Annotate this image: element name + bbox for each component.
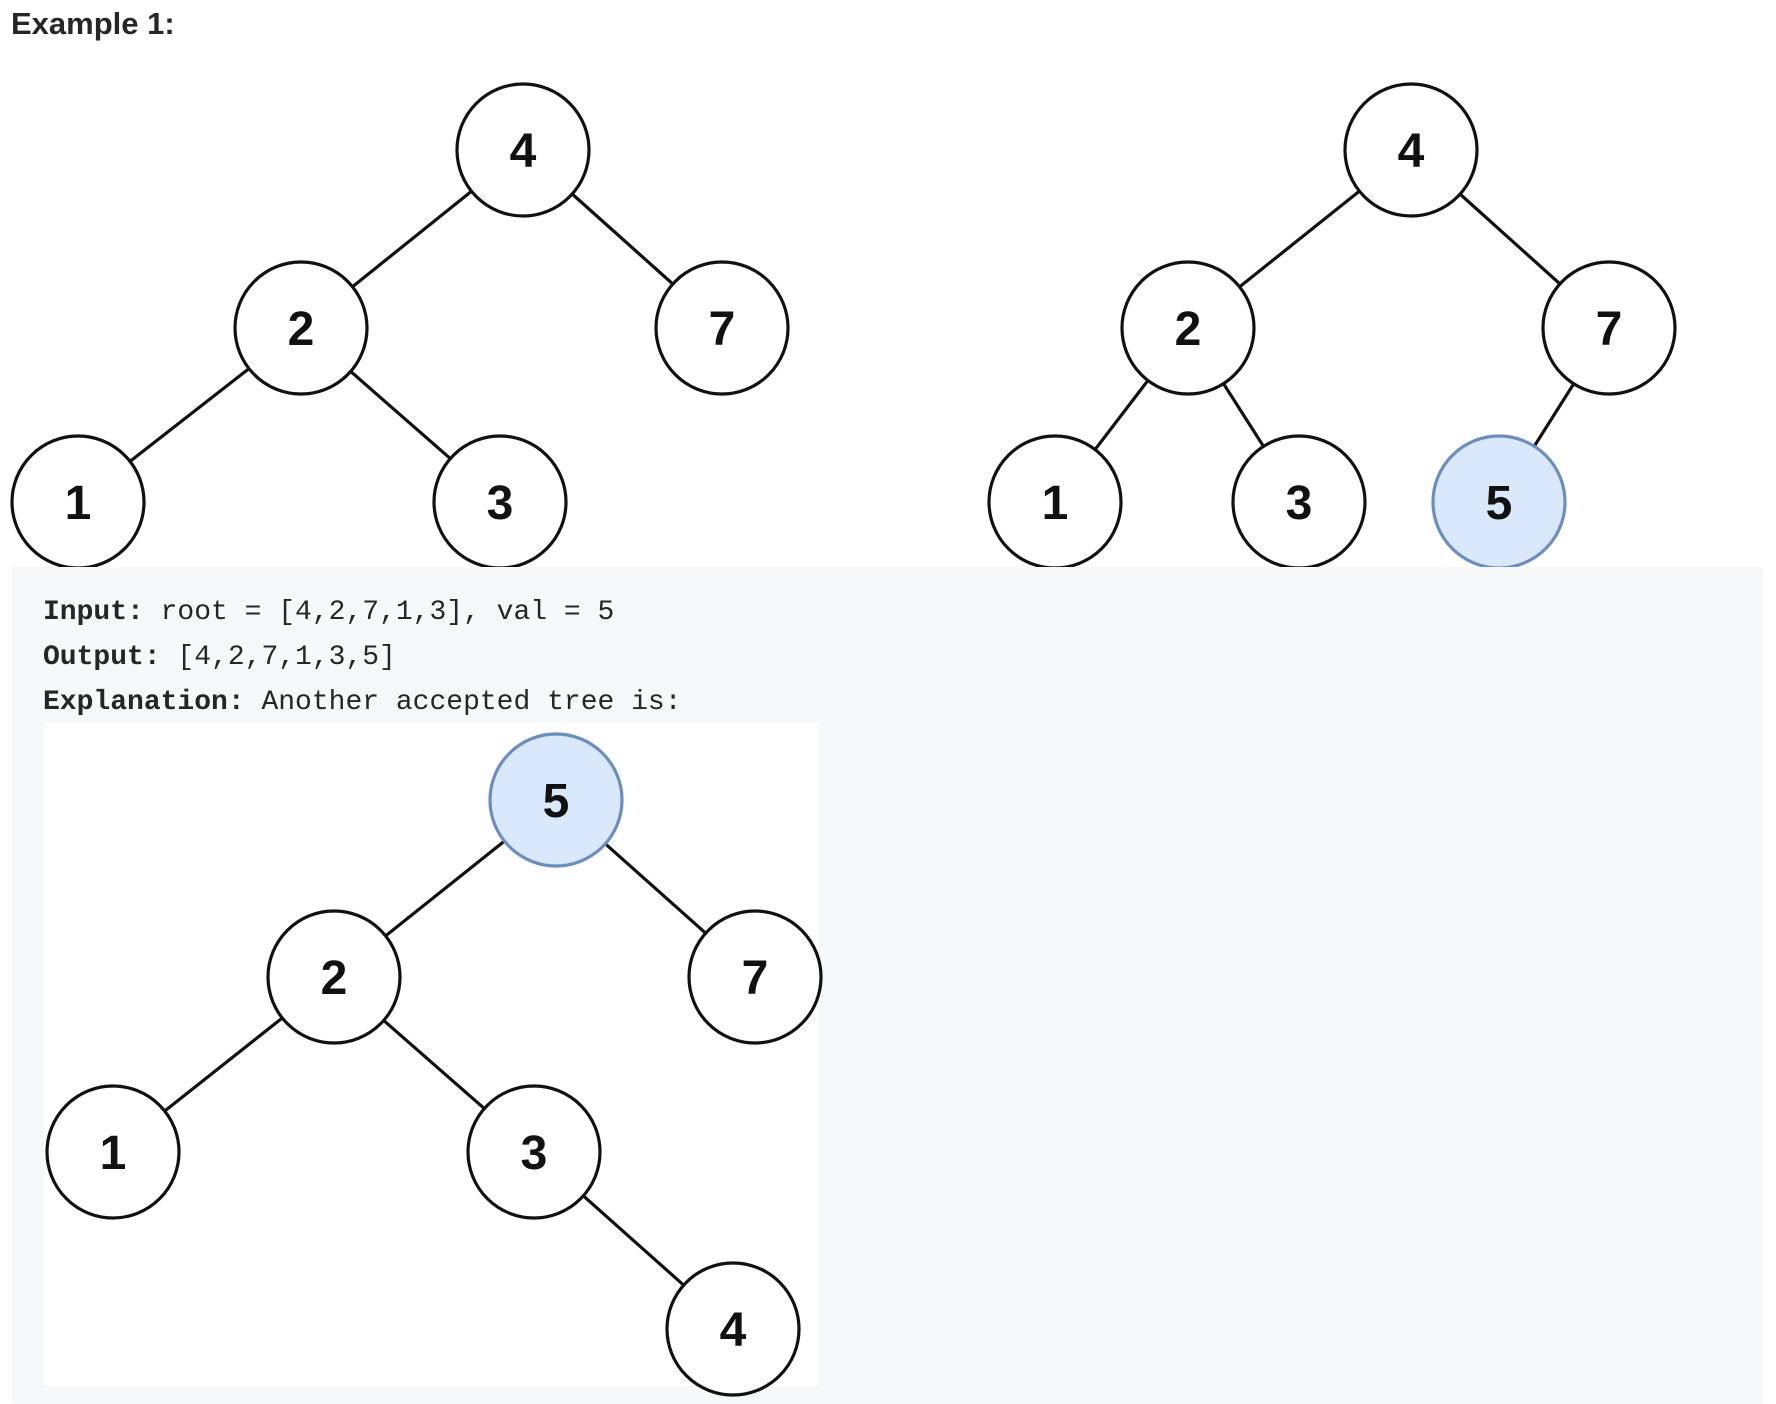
inserted-tree-node: 5 xyxy=(488,732,624,868)
tree-node: 7 xyxy=(687,909,823,1045)
tree-edge xyxy=(129,367,250,463)
tree-node: 2 xyxy=(266,909,402,1045)
tree-node-label: 3 xyxy=(487,477,514,530)
tree-node-label: 4 xyxy=(510,125,537,178)
tree-node-label: 1 xyxy=(1042,477,1069,530)
tree-node-circle xyxy=(654,260,790,396)
tree-node-label: 7 xyxy=(709,303,736,356)
tree-node-circle xyxy=(455,82,591,218)
input-line: Input: root = [4,2,7,1,3], val = 5 xyxy=(43,596,614,630)
tree-node-label: 2 xyxy=(1175,303,1202,356)
tree-node: 7 xyxy=(1541,260,1677,396)
tree-node-circle xyxy=(1343,82,1479,218)
alternative-tree-diagram: 5 2 7 1 3 4 xyxy=(45,732,823,1397)
example-heading: Example 1: xyxy=(11,6,175,41)
tree-node-circle xyxy=(687,909,823,1045)
tree-node-label: 2 xyxy=(288,303,315,356)
tree-node: 2 xyxy=(233,260,369,396)
tree-edge xyxy=(163,1016,284,1113)
tree-edges xyxy=(163,839,707,1287)
tree-node-circle xyxy=(665,1261,801,1397)
tree-node-circle xyxy=(488,732,624,868)
input-label: Input: xyxy=(43,597,144,628)
tree-node: 4 xyxy=(665,1261,801,1397)
tree-node-circle xyxy=(1541,260,1677,396)
tree-edge xyxy=(604,842,707,935)
tree-node-label: 2 xyxy=(321,952,348,1005)
output-tree-diagram: 4 2 7 1 3 5 xyxy=(987,82,1677,570)
tree-node-circle xyxy=(233,260,369,396)
tree-node-label: 7 xyxy=(742,952,769,1005)
tree-node-label: 1 xyxy=(65,477,92,530)
tree-edge xyxy=(1532,382,1576,448)
tree-node-circle xyxy=(45,1084,181,1220)
tree-node: 1 xyxy=(987,434,1123,570)
tree-node: 1 xyxy=(45,1084,181,1220)
explanation-value: Another accepted tree is: xyxy=(244,687,682,718)
tree-edge xyxy=(1093,379,1150,451)
tree-edges xyxy=(1093,189,1576,451)
tree-edge xyxy=(1238,189,1361,289)
inserted-tree-node: 5 xyxy=(1431,434,1567,570)
tree-node: 4 xyxy=(1343,82,1479,218)
input-value: root = [4,2,7,1,3], val = 5 xyxy=(143,597,615,628)
tree-edge xyxy=(571,192,674,286)
output-value: [4,2,7,1,3,5] xyxy=(160,642,396,673)
output-label: Output: xyxy=(43,642,161,673)
tree-node: 1 xyxy=(10,434,146,570)
tree-node-label: 4 xyxy=(1398,125,1425,178)
tree-node-circle xyxy=(466,1084,602,1220)
tree-edge xyxy=(582,1194,685,1287)
tree-edge xyxy=(384,839,506,938)
tree-node: 3 xyxy=(432,434,568,570)
tree-node-label: 3 xyxy=(521,1127,548,1180)
tree-node-circle xyxy=(1120,260,1256,396)
explanation-line: Explanation: Another accepted tree is: xyxy=(43,686,682,720)
tree-node: 3 xyxy=(1231,434,1367,570)
tree-edge xyxy=(351,190,473,288)
input-tree-diagram: 4 2 7 1 3 xyxy=(10,82,790,570)
tree-node: 7 xyxy=(654,260,790,396)
tree-node: 4 xyxy=(455,82,591,218)
tree-node-label: 7 xyxy=(1596,303,1623,356)
output-line: Output: [4,2,7,1,3,5] xyxy=(43,641,396,675)
tree-edge xyxy=(1222,382,1265,448)
tree-node-circle xyxy=(266,909,402,1045)
tree-node: 3 xyxy=(466,1084,602,1220)
tree-node-label: 3 xyxy=(1286,477,1313,530)
explanation-image-panel xyxy=(44,723,818,1386)
tree-edge xyxy=(1459,192,1561,286)
tree-edge xyxy=(349,370,452,460)
tree-edge xyxy=(382,1019,486,1110)
tree-edges xyxy=(129,190,674,463)
tree-node-label: 5 xyxy=(1486,477,1513,530)
tree-node-label: 5 xyxy=(543,775,570,828)
tree-node-label: 4 xyxy=(720,1304,747,1357)
explanation-label: Explanation: xyxy=(43,687,245,718)
tree-node: 2 xyxy=(1120,260,1256,396)
tree-node-label: 1 xyxy=(100,1127,127,1180)
